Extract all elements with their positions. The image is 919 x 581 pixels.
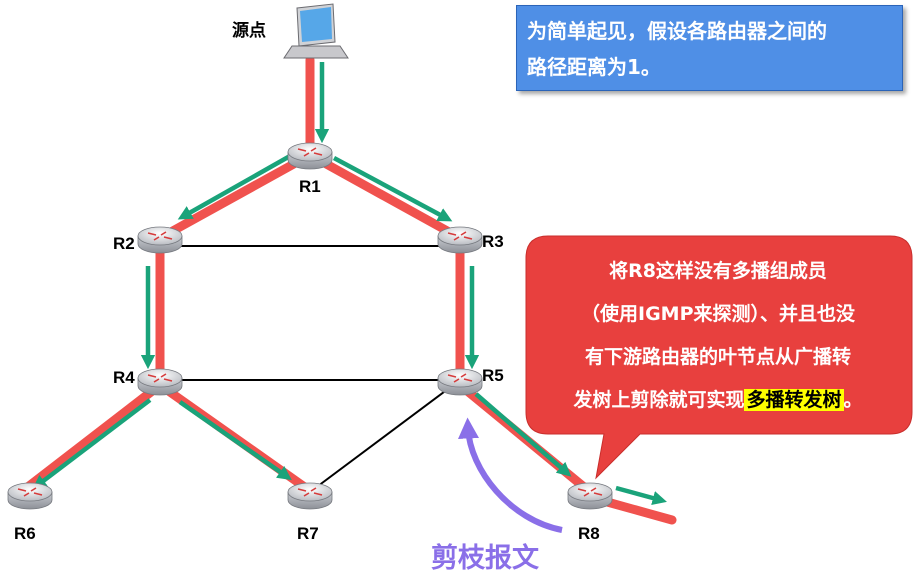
callout-line2: （使用IGMP来探测）、并且也没 — [581, 303, 855, 325]
router-label-r2: R2 — [113, 234, 135, 253]
router-label-r7: R7 — [297, 524, 319, 543]
callout-highlight: 多播转发树 — [744, 389, 844, 411]
tree-r4-r6 — [15, 380, 165, 498]
router-icon — [437, 368, 483, 396]
callout-line4: 发树上剪除就可实现多播转发树。 — [534, 379, 902, 422]
router-icon — [567, 482, 613, 510]
link-r5-r7 — [309, 379, 461, 493]
prune-message-label: 剪枝报文 — [431, 543, 539, 574]
arrow-r4-r7 — [178, 400, 292, 481]
router-label-r8: R8 — [578, 524, 600, 543]
router-icon — [7, 482, 53, 510]
tree-r8-out — [595, 495, 677, 525]
callout-line3: 有下游路由器的叶节点从广播转 — [584, 346, 851, 368]
tree-r1-r3 — [305, 150, 465, 243]
tree-r1-r2 — [155, 150, 315, 243]
callout-line1: 将R8这样没有多播组成员 — [609, 260, 827, 282]
router-icon — [287, 142, 333, 170]
arrow-r8-out — [615, 485, 667, 506]
router-icon — [437, 226, 483, 254]
router-label-r1: R1 — [299, 177, 321, 196]
info-text-line1: 为简单起见，假设各路由器之间的 — [527, 19, 827, 43]
direction-arrows — [32, 62, 667, 506]
router-label-r4: R4 — [113, 368, 135, 387]
links — [160, 245, 461, 493]
arrow-r1-r3 — [332, 156, 453, 222]
callout-line4-prefix: 发树上剪除就可实现 — [573, 389, 745, 411]
arrow-r5-r8 — [474, 392, 572, 477]
callout-bubble — [525, 235, 913, 480]
router-icon — [137, 368, 183, 396]
arrow-r4-r6 — [32, 398, 152, 490]
info-text-line2: 路径距离为1。 — [527, 55, 661, 79]
info-box: 为简单起见，假设各路由器之间的 路径距离为1。 — [516, 5, 903, 91]
arrow-r1-r2 — [177, 154, 292, 220]
source-label: 源点 — [232, 21, 266, 40]
prune-arrow — [458, 417, 563, 533]
router-icon — [287, 482, 333, 510]
laptop-icon — [283, 3, 349, 59]
router-label-r3: R3 — [482, 232, 504, 251]
router-label-r5: R5 — [482, 366, 504, 385]
router-label-r6: R6 — [14, 524, 36, 543]
callout-line4-suffix: 。 — [843, 389, 863, 411]
callout-text: 将R8这样没有多播组成员 （使用IGMP来探测）、并且也没 有下游路由器的叶节点… — [534, 250, 902, 422]
router-icon — [137, 226, 183, 254]
